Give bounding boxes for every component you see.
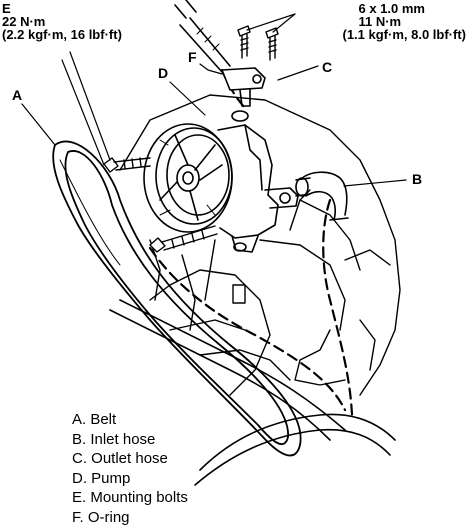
inlet-hose <box>295 171 349 221</box>
routing-hose <box>109 299 396 486</box>
spec-right-size: 6 x 1.0 mm <box>358 1 425 16</box>
spec-left-letter: E <box>2 1 11 16</box>
legend-item: F. O-ring <box>72 508 130 526</box>
parts-legend: A. Belt B. Inlet hose C. Outlet hose D. … <box>72 410 188 527</box>
callout-d: D <box>158 65 169 81</box>
o-ring <box>231 110 249 122</box>
callout-c: C <box>322 59 333 75</box>
fitting-bolts <box>237 25 279 61</box>
callout-f: F <box>188 49 197 65</box>
torque-spec-mounting-bolts: E 22 N·m (2.2 kgf·m, 16 lbf·ft) <box>2 2 122 41</box>
legend-item: A. Belt <box>72 411 117 428</box>
callout-a: A <box>12 87 23 103</box>
spec-right-alt-units: (1.1 kgf·m, 8.0 lbf·ft) <box>342 27 466 42</box>
callout-b: B <box>412 171 423 187</box>
legend-item: B. Inlet hose <box>72 430 156 448</box>
legend-item: D. Pump <box>72 469 131 487</box>
drive-belt <box>52 140 302 457</box>
spec-left-torque: 22 N·m <box>2 14 46 29</box>
mounting-bolts <box>103 157 218 253</box>
outlet-hose-fitting <box>174 0 266 107</box>
leader-lines <box>21 13 407 187</box>
spec-left-alt-units: (2.2 kgf·m, 16 lbf·ft) <box>2 27 122 42</box>
torque-spec-fitting-bolts: 6 x 1.0 mm 11 N·m (1.1 kgf·m, 8.0 lbf·ft… <box>342 2 466 41</box>
engine-block <box>119 94 401 396</box>
legend-item: E. Mounting bolts <box>72 489 188 506</box>
spec-right-torque: 11 N·m <box>358 14 402 29</box>
legend-item: C. Outlet hose <box>72 450 168 467</box>
pump-pulley <box>143 123 233 233</box>
